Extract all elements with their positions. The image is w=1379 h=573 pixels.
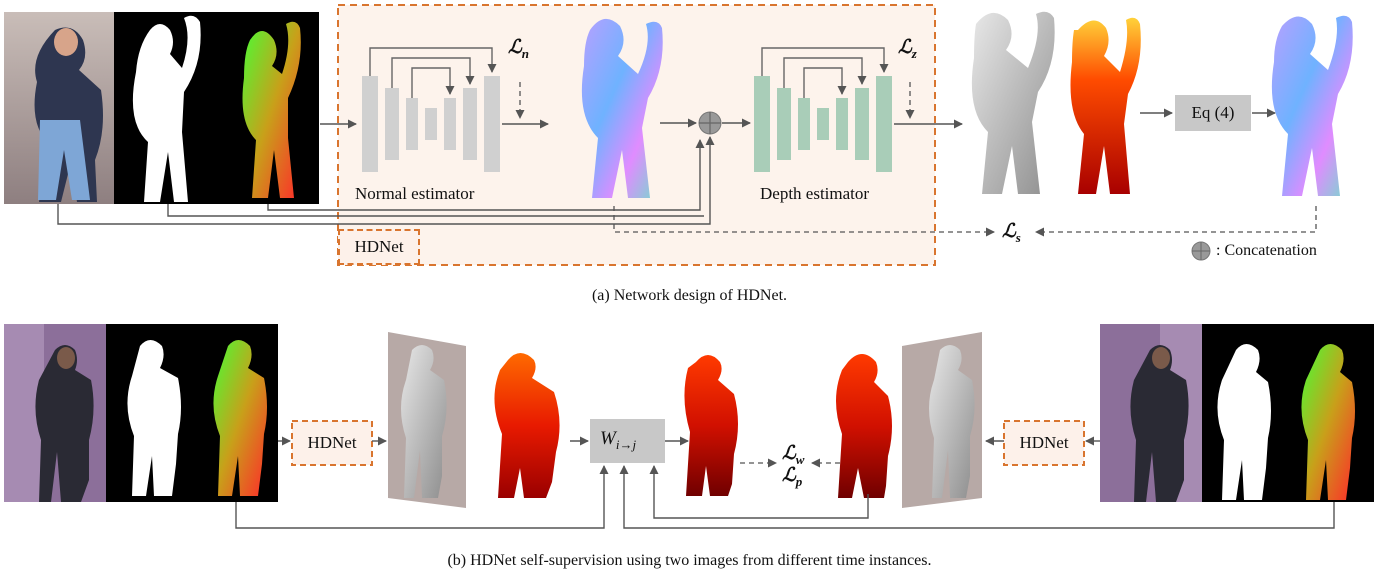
mesh-output-a — [971, 11, 1055, 194]
densepose-a — [219, 12, 319, 204]
depth-map-a — [1070, 17, 1141, 194]
hdnet-tag-label: HDNet — [354, 237, 404, 256]
loss-n: ℒn — [508, 37, 529, 61]
silhouette-mask-b-left — [106, 324, 194, 502]
depth-map-b-right — [836, 354, 892, 498]
silhouette-mask-a — [114, 12, 219, 204]
loss-w: ℒw — [782, 443, 805, 467]
caption-b: (b) HDNet self-supervision using two ima… — [447, 552, 932, 569]
densepose-b-right — [1288, 324, 1374, 502]
depth-estimator-net — [754, 76, 892, 172]
input-photo-a — [4, 12, 114, 204]
concat-legend-label: : Concatenation — [1216, 242, 1317, 259]
loss-p: ℒp — [782, 465, 803, 489]
warped-depth-b — [684, 355, 738, 496]
warp-box — [590, 419, 665, 463]
loss-z: ℒz — [898, 37, 917, 61]
normal-map-final-a — [1271, 15, 1353, 196]
silhouette-mask-b-right — [1202, 324, 1288, 502]
hdnet-box-right — [1003, 420, 1085, 466]
caption-a: (a) Network design of HDNet. — [591, 287, 788, 304]
eq-label: Eq (4) — [1191, 103, 1235, 122]
normal-map-a — [581, 18, 663, 199]
eq-box — [1175, 95, 1251, 131]
hdnet-box-left — [291, 420, 373, 466]
densepose-b-left — [194, 324, 278, 502]
input-photo-b-left — [4, 324, 106, 502]
mesh-output-b-left — [388, 332, 466, 508]
hdnet-tag-a: HDNet — [338, 229, 420, 265]
depth-map-b-left — [494, 353, 560, 498]
mesh-output-b-right — [902, 332, 982, 508]
hdnet-left-label: HDNet — [307, 433, 357, 452]
normal-estimator-net — [362, 76, 500, 172]
depth-estimator-label: Depth estimator — [760, 184, 870, 203]
warp-label: Wi→j — [600, 428, 637, 452]
input-photo-b-right — [1100, 324, 1202, 502]
loss-s: ℒs — [1002, 221, 1021, 245]
normal-estimator-label: Normal estimator — [355, 184, 475, 203]
hdnet-right-label: HDNet — [1019, 433, 1069, 452]
